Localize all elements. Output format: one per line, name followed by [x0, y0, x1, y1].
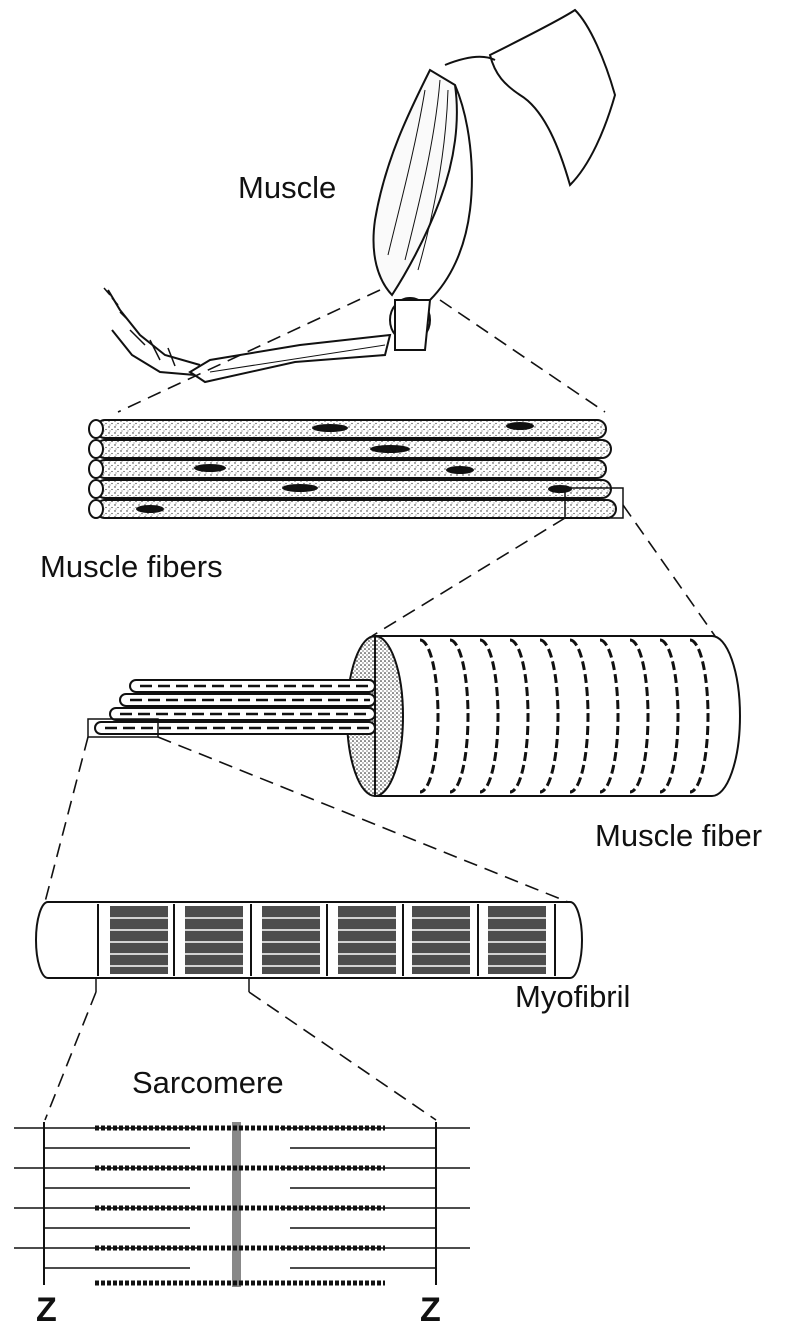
zoom-lines-2: [372, 505, 715, 636]
zoom-lines-4: [45, 992, 436, 1120]
myofibril-cylinder: [36, 902, 582, 992]
muscle-fiber-cylinder: [88, 636, 740, 796]
label-muscle-fibers: Muscle fibers: [40, 551, 223, 582]
label-z-right: Z: [420, 1293, 441, 1327]
scapula-shape: [490, 10, 615, 185]
label-muscle: Muscle: [238, 172, 336, 203]
label-sarcomere: Sarcomere: [132, 1067, 284, 1098]
arm-illustration: [104, 10, 615, 382]
m-line: [232, 1122, 241, 1287]
muscle-fibers-bundle: [89, 420, 623, 518]
biceps-muscle-shape: [374, 70, 457, 295]
forearm-shape: [190, 335, 390, 382]
label-z-left: Z: [36, 1293, 57, 1327]
sarcomere-structure: [14, 1122, 470, 1287]
label-muscle-fiber: Muscle fiber: [595, 820, 762, 851]
label-myofibril: Myofibril: [515, 981, 630, 1012]
